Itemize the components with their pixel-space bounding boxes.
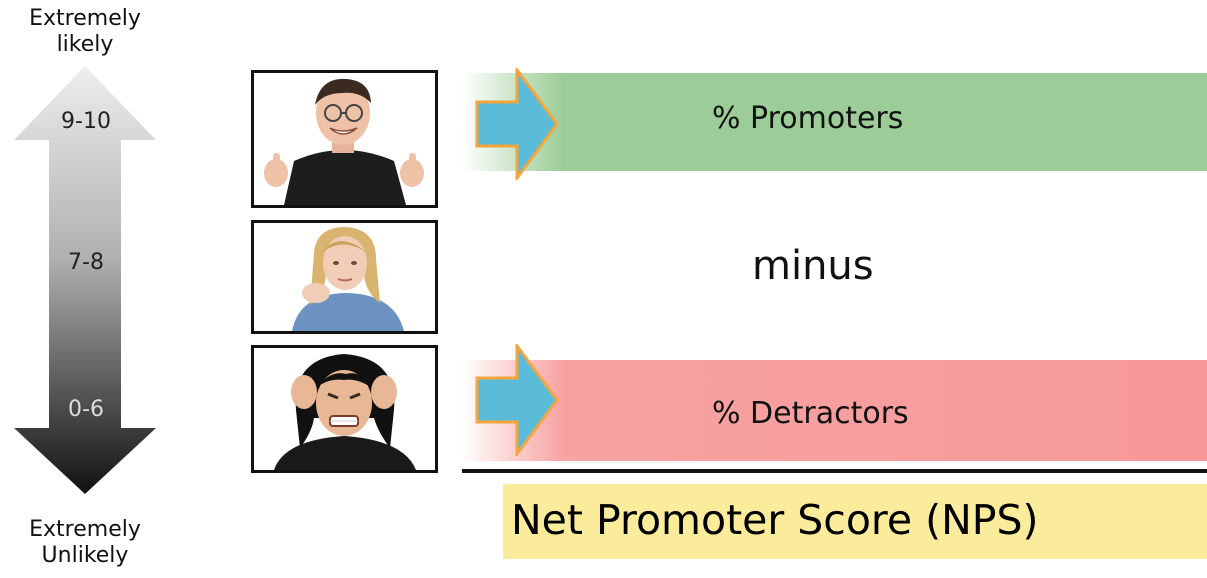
scale-bottom-line-2: Unlikely — [41, 543, 129, 568]
nps-result-label: Net Promoter Score (NPS) — [511, 496, 1039, 544]
scale-range-high: 9-10 — [61, 109, 111, 134]
promoters-label: % Promoters — [712, 101, 904, 136]
detractors-arrow-icon — [475, 344, 559, 456]
scale-range-low: 0-6 — [68, 397, 104, 422]
scale-top-line-1: Extremely — [29, 6, 141, 31]
scale-top-label: Extremely likely — [0, 6, 170, 58]
likelihood-scale-arrow-icon — [14, 66, 156, 494]
scale-bottom-label: Extremely Unlikely — [0, 517, 170, 569]
promoters-band: % Promoters — [462, 73, 1207, 171]
scale-range-mid: 7-8 — [68, 250, 104, 275]
detractors-label: % Detractors — [712, 396, 909, 431]
happy-person-thumbs-up-icon — [254, 73, 435, 205]
passive-photo — [251, 220, 438, 334]
detractors-band: % Detractors — [462, 360, 1207, 461]
promoters-arrow-icon — [475, 68, 559, 180]
frustrated-person-icon — [254, 348, 435, 470]
scale-bottom-line-1: Extremely — [29, 517, 141, 542]
operator-label: minus — [752, 243, 874, 289]
scale-top-line-2: likely — [56, 32, 114, 57]
detractor-photo — [251, 345, 438, 473]
sum-divider-line — [462, 469, 1207, 473]
bored-person-icon — [254, 223, 435, 331]
nps-result-box: Net Promoter Score (NPS) — [503, 484, 1207, 559]
promoter-photo — [251, 70, 438, 208]
